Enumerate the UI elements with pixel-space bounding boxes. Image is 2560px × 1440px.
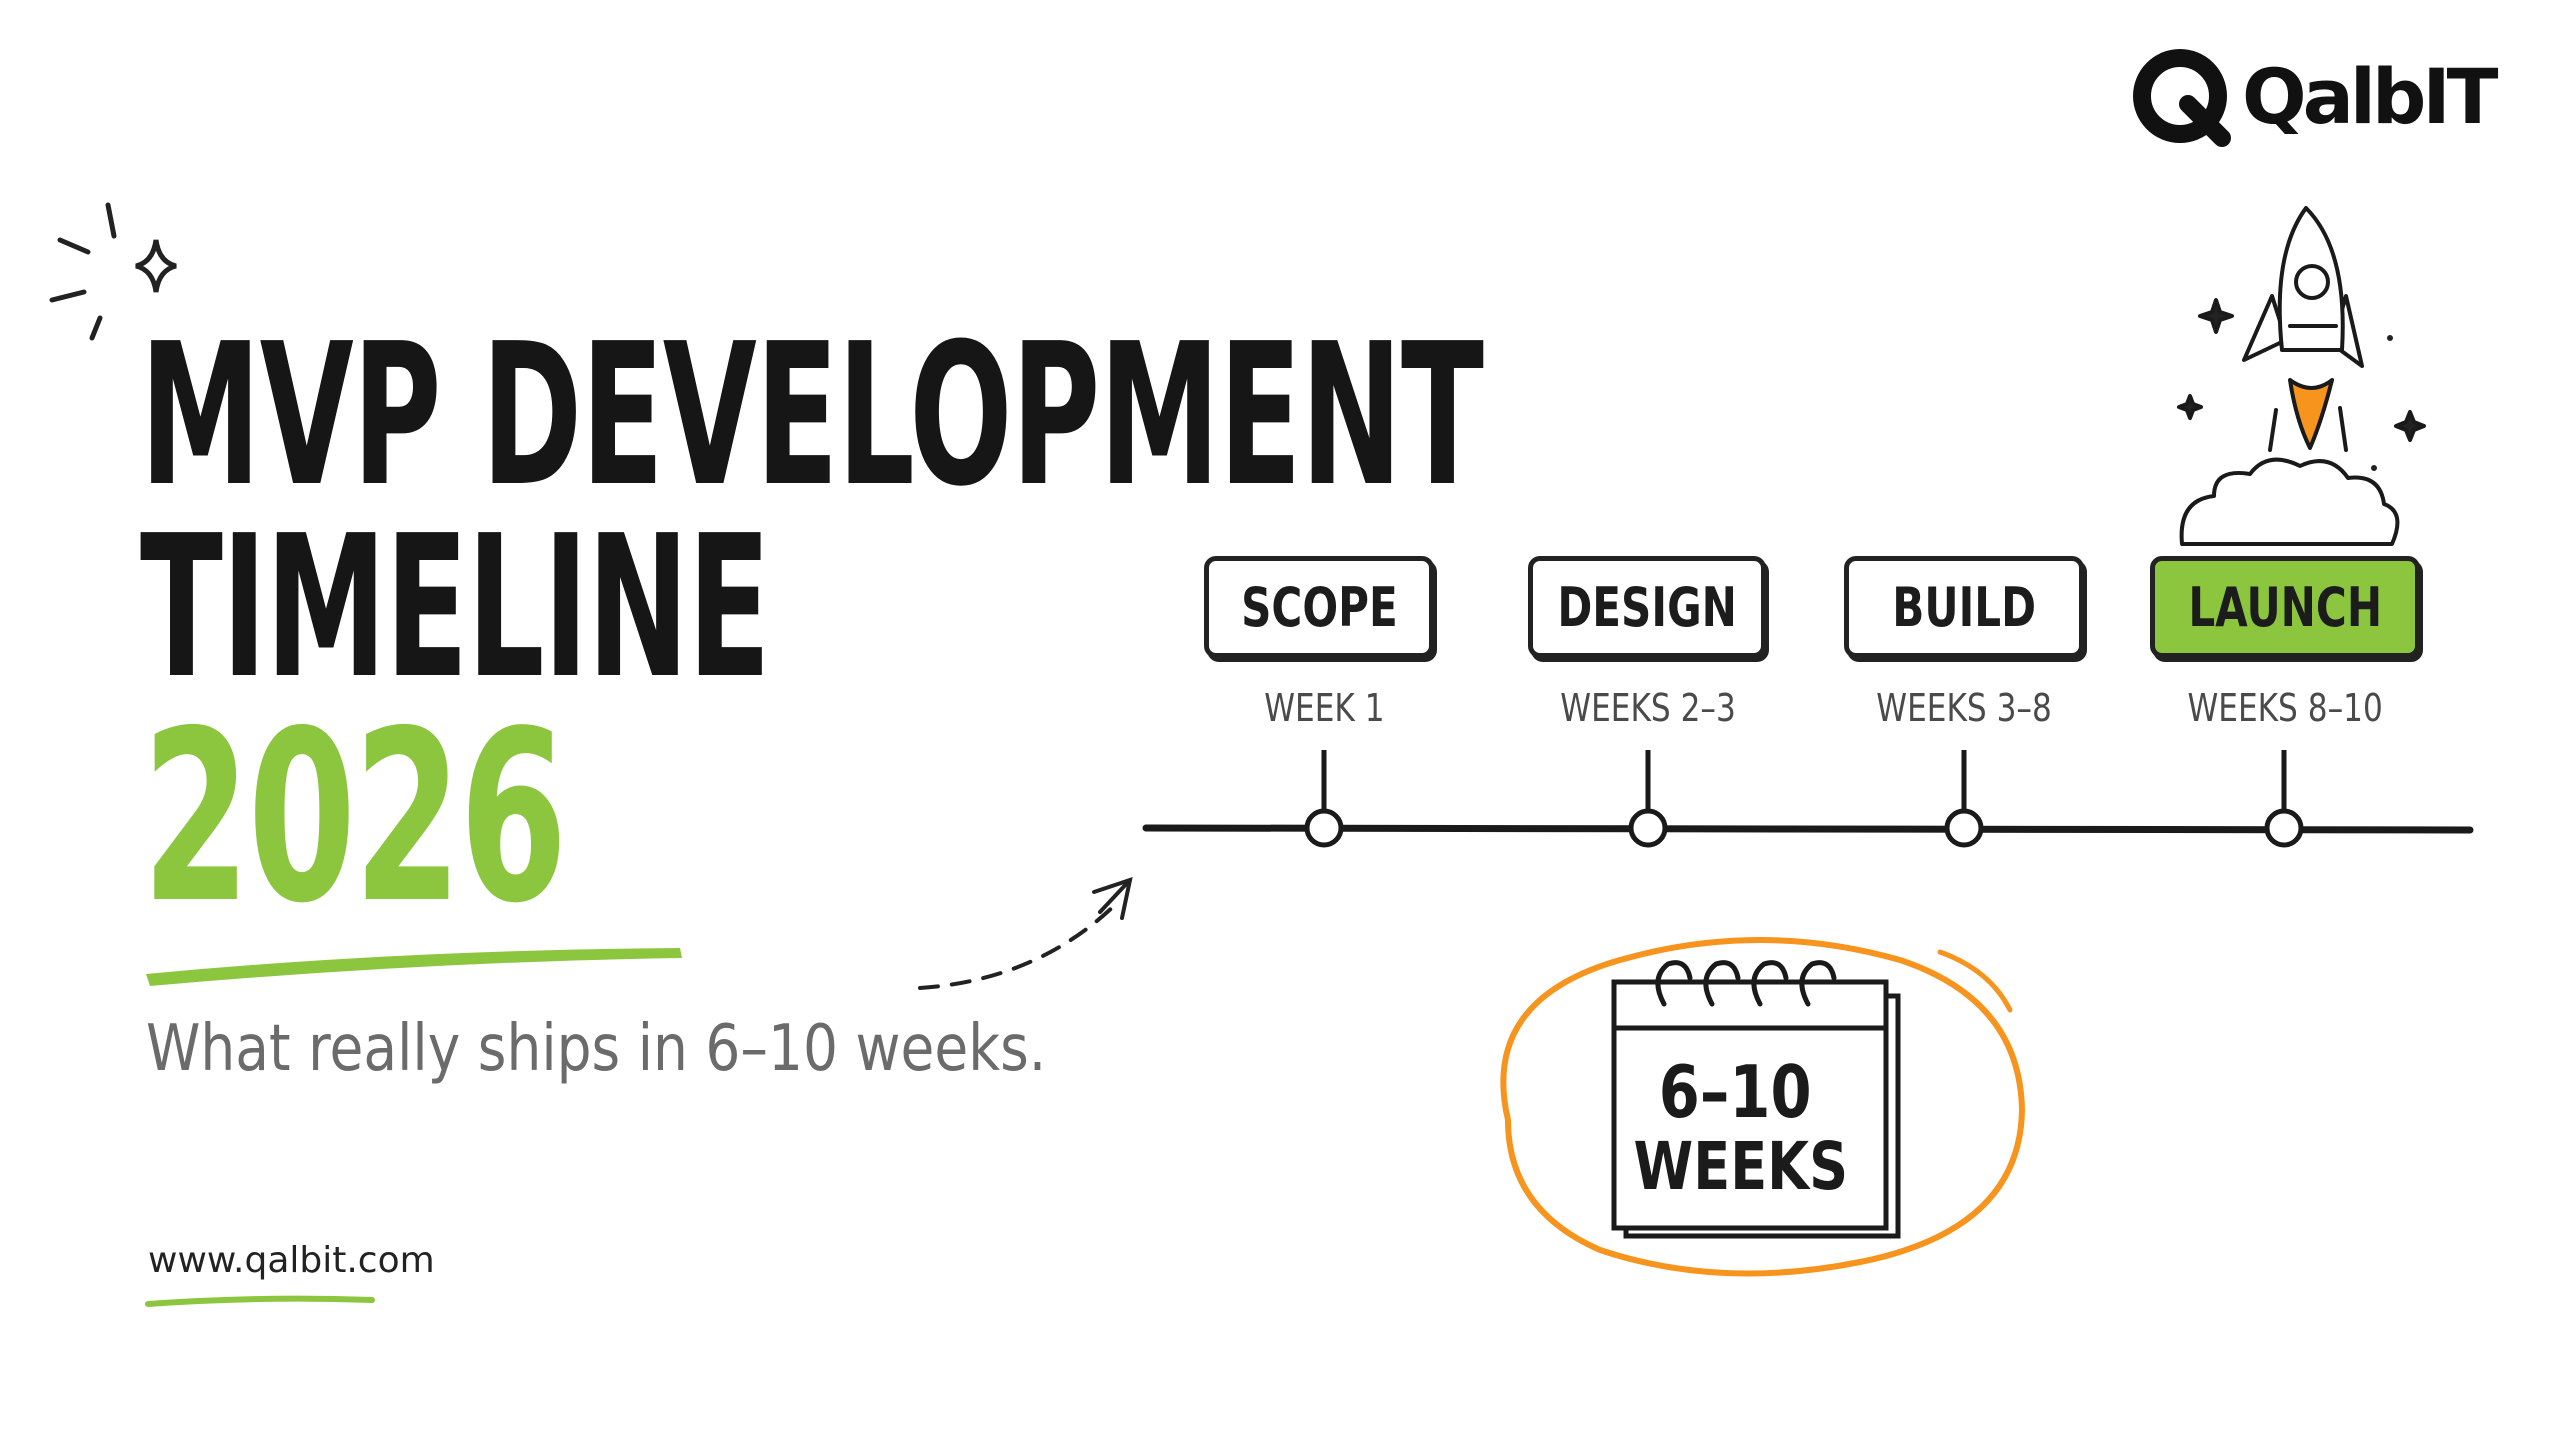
calendar-icon bbox=[1500, 937, 2026, 1277]
stage-weeks-label: WEEKS 2–3 bbox=[1560, 686, 1736, 730]
stage-build-box: BUILD bbox=[1844, 556, 2084, 658]
title-line-1: MVP DEVELOPMENT bbox=[140, 302, 1484, 530]
qalbit-logo-icon bbox=[2133, 49, 2231, 147]
title-year: 2026 bbox=[142, 680, 568, 955]
timeline-nodes bbox=[1304, 750, 2304, 848]
logo-text: QalbIT bbox=[2242, 51, 2498, 141]
stage-label: LAUNCH bbox=[2188, 575, 2382, 639]
stage-label: BUILD bbox=[1892, 575, 2036, 639]
qalbit-logo[interactable]: QalbIT bbox=[2128, 44, 2498, 148]
website-link[interactable]: www.qalbit.com bbox=[148, 1240, 435, 1281]
stage-weeks-label: WEEKS 8–10 bbox=[2187, 686, 2383, 730]
calendar-range: 6–10 bbox=[1658, 1050, 1812, 1134]
website-underline bbox=[145, 1295, 375, 1307]
stage-design-box: DESIGN bbox=[1528, 556, 1766, 658]
stage-weeks-label: WEEKS 3–8 bbox=[1876, 686, 2052, 730]
subtitle: What really ships in 6–10 weeks. bbox=[146, 1012, 1047, 1086]
stage-launch-weeks: WEEKS 8–10 bbox=[2135, 686, 2435, 730]
sparkle-icon bbox=[49, 202, 177, 341]
year-underline bbox=[146, 948, 682, 986]
timeline-line bbox=[1142, 823, 2474, 834]
stage-build-weeks: WEEKS 3–8 bbox=[1824, 686, 2104, 730]
stage-weeks-label: WEEK 1 bbox=[1263, 686, 1385, 730]
stage-design-weeks: WEEKS 2–3 bbox=[1508, 686, 1788, 730]
stage-scope-weeks: WEEK 1 bbox=[1204, 686, 1444, 730]
calendar-unit: WEEKS bbox=[1633, 1128, 1849, 1205]
stage-launch-box: LAUNCH bbox=[2150, 556, 2420, 658]
rocket-icon bbox=[2177, 206, 2426, 546]
title-line-2: TIMELINE bbox=[140, 494, 771, 722]
arrow-icon bbox=[918, 877, 1133, 990]
stage-label: DESIGN bbox=[1557, 575, 1737, 639]
stage-scope-box: SCOPE bbox=[1204, 556, 1434, 658]
stage-label: SCOPE bbox=[1240, 575, 1398, 639]
